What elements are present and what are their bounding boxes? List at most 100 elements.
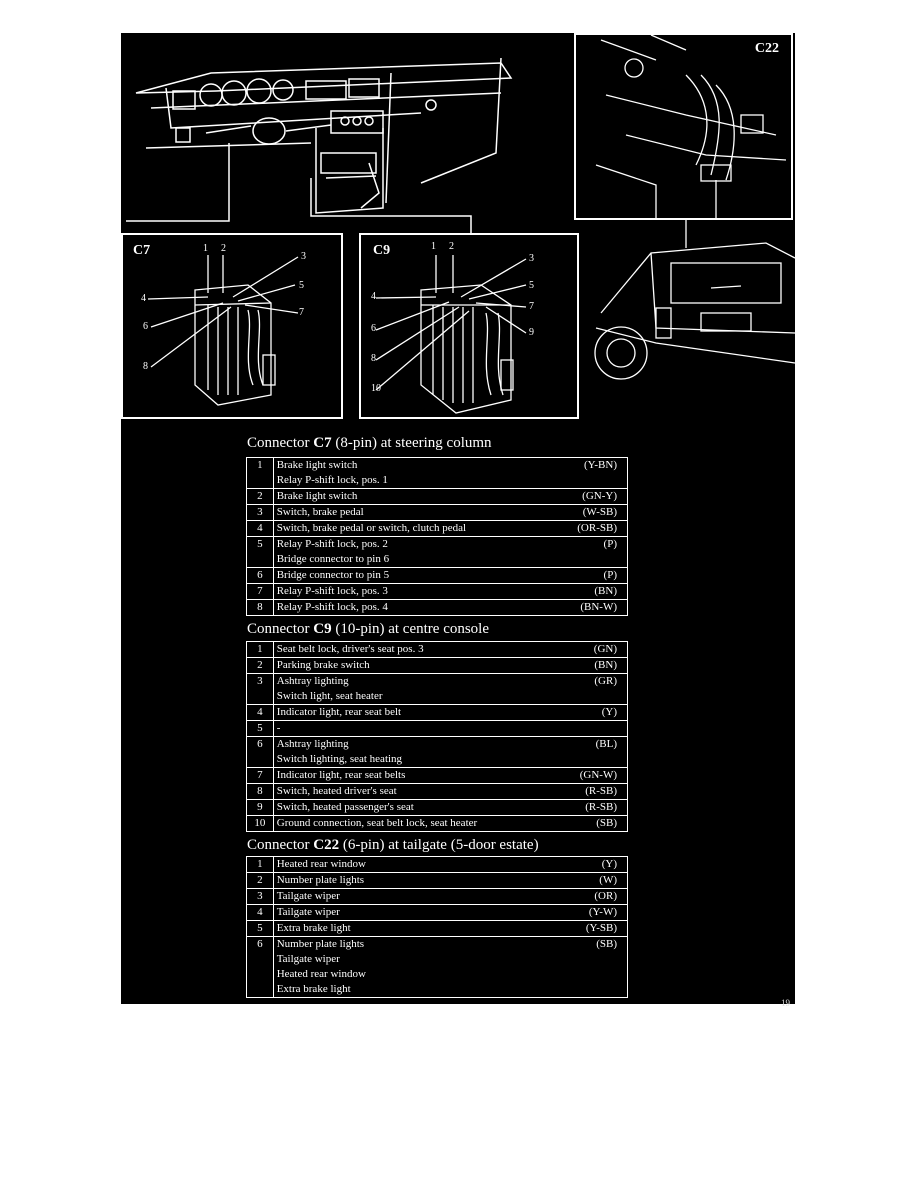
- pin-label: 1: [203, 243, 208, 254]
- table-row: Switch light, seat heater: [246, 689, 628, 705]
- pin-function: Ashtray lighting: [276, 738, 349, 750]
- pin-function: Relay P-shift lock, pos. 2: [276, 538, 388, 550]
- pin-function: Brake light switch: [276, 490, 358, 502]
- pin-number: 1: [246, 856, 274, 873]
- pin-label: 10: [371, 383, 381, 394]
- pin-number: [246, 752, 274, 768]
- connector-title: Connector C22 (6-pin) at tailgate (5-doo…: [247, 837, 539, 854]
- pin-function: Switch, brake pedal: [276, 506, 364, 518]
- pin-function: Parking brake switch: [276, 659, 370, 671]
- pin-number: 4: [246, 904, 274, 921]
- pin-function: Tailgate wiper: [276, 890, 340, 902]
- wire-color: (SB): [596, 817, 617, 829]
- connector-title-prefix: Connector: [247, 621, 314, 637]
- pin-function: -: [276, 722, 281, 734]
- wire-color: (GN-W): [579, 769, 617, 781]
- pin-number: [246, 473, 274, 489]
- wire-color: (GN): [593, 643, 617, 655]
- pin-number: 6: [246, 736, 274, 752]
- wire-color: (GN-Y): [582, 490, 617, 502]
- wire-color: (BN): [594, 659, 617, 671]
- connector-title-suffix: (6-pin) at tailgate (5-door estate): [339, 837, 539, 853]
- wire-color: (Y): [601, 858, 617, 870]
- page-number: 19: [781, 998, 790, 1008]
- pin-label: 8: [143, 361, 148, 372]
- table-row: Heated rear window: [246, 967, 628, 982]
- pin-function: Ground connection, seat belt lock, seat …: [276, 817, 478, 829]
- table-row: 5-: [246, 720, 628, 737]
- wire-color: [555, 552, 628, 568]
- pin-function: Switch, brake pedal or switch, clutch pe…: [276, 522, 467, 534]
- connector-title: Connector C9 (10-pin) at centre console: [247, 621, 489, 638]
- table-row: Extra brake light: [246, 982, 628, 998]
- c9-label: C9: [373, 243, 391, 258]
- pin-function: Relay P-shift lock, pos. 4: [276, 601, 388, 613]
- pin-function: Tailgate wiper: [276, 953, 340, 965]
- pin-function: Switch, heated passenger's seat: [276, 801, 414, 813]
- pin-label: 8: [371, 353, 376, 364]
- pin-label: 2: [221, 243, 226, 254]
- pin-number: 5: [246, 920, 274, 937]
- pin-number: 1: [246, 457, 274, 473]
- pin-number: [246, 967, 274, 982]
- wire-color: (GR): [594, 675, 617, 687]
- pin-number: [246, 689, 274, 705]
- pin-number: [246, 952, 274, 967]
- wire-color: (P): [603, 569, 617, 581]
- pin-function: Switch, heated driver's seat: [276, 785, 397, 797]
- pin-number: 3: [246, 504, 274, 521]
- pin-function: Extra brake light: [276, 983, 351, 995]
- pin-number: 1: [246, 641, 274, 658]
- pin-number: 2: [246, 488, 274, 505]
- wire-color: (Y): [601, 706, 617, 718]
- table-row: Bridge connector to pin 6: [246, 552, 628, 568]
- pin-function: Bridge connector to pin 5: [276, 569, 390, 581]
- pin-label: 4: [371, 291, 376, 302]
- wire-color: (W): [599, 874, 617, 886]
- connector-title-suffix: (10-pin) at centre console: [331, 621, 490, 637]
- pin-function: Relay P-shift lock, pos. 1: [276, 474, 388, 486]
- pin-number: 7: [246, 583, 274, 600]
- pin-number: 4: [246, 520, 274, 537]
- connector-title: Connector C7 (8-pin) at steering column: [247, 435, 492, 452]
- pin-label: 5: [529, 280, 534, 291]
- wire-color: (BN-W): [580, 601, 617, 613]
- pin-function: Heated rear window: [276, 968, 366, 980]
- pin-function: Number plate lights: [276, 874, 365, 886]
- pin-function: Bridge connector to pin 6: [276, 553, 390, 565]
- pin-number: 8: [246, 599, 274, 616]
- pin-function: Number plate lights: [276, 938, 365, 950]
- wire-color: (R-SB): [585, 785, 617, 797]
- pin-label: 6: [143, 321, 148, 332]
- dashboard-illustration: [126, 57, 513, 233]
- wire-color: [555, 721, 628, 737]
- pin-label: 5: [299, 280, 304, 291]
- pin-label: 9: [529, 327, 534, 338]
- pin-function: Switch lighting, seat heating: [276, 753, 403, 765]
- pin-number: 4: [246, 704, 274, 721]
- wire-color: (OR-SB): [577, 522, 617, 534]
- pin-function: Brake light switch: [276, 459, 358, 471]
- wire-color: (OR): [594, 890, 617, 902]
- connector-title-suffix: (8-pin) at steering column: [331, 435, 492, 451]
- pin-label: 1: [431, 241, 436, 252]
- pin-label: 3: [301, 251, 306, 262]
